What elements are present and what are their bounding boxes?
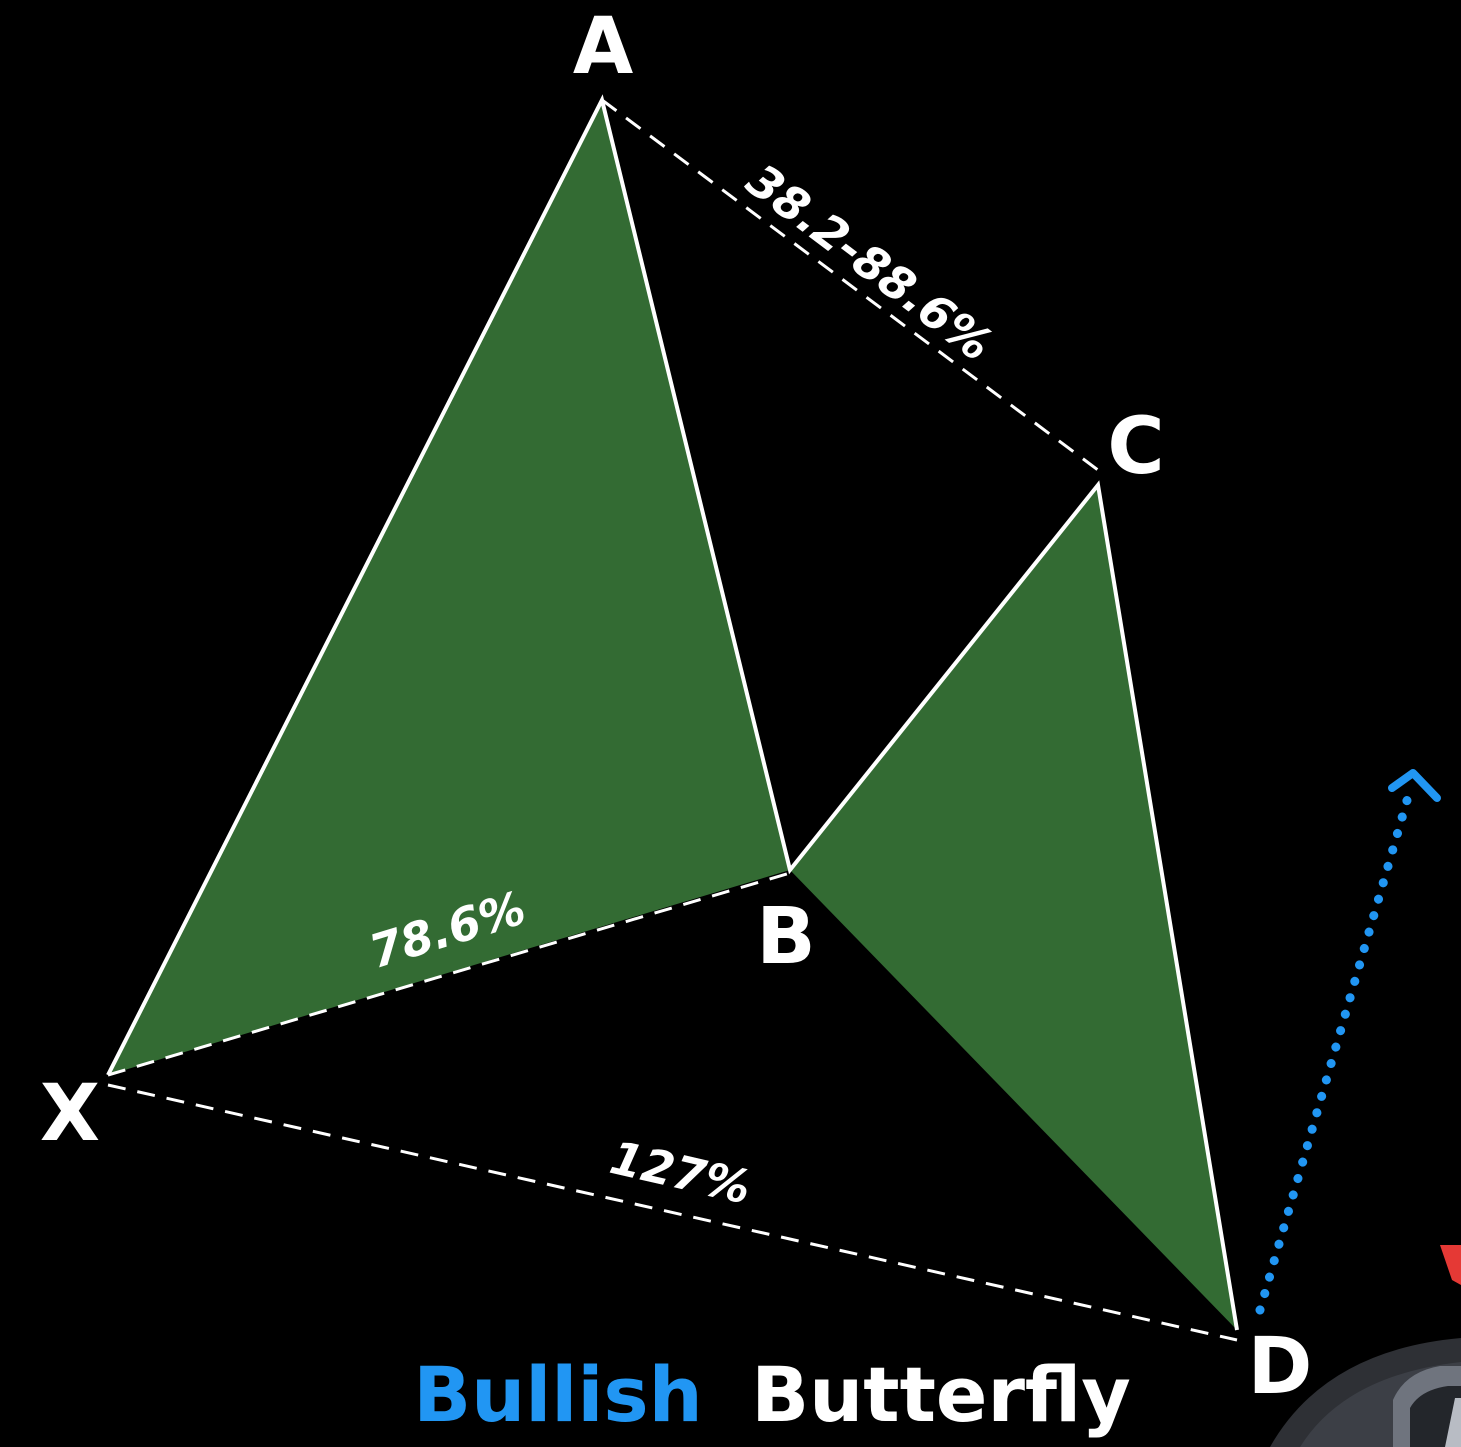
point-label-a: A [573,2,633,92]
title-butterfly: Butterfly [751,1350,1131,1439]
arrow-up-right-dotted-icon [1260,773,1437,1310]
ratio-label-ac: 38.2-88.6% [737,153,1003,372]
bcd-triangle [790,485,1237,1330]
point-label-d: D [1248,1322,1313,1412]
point-label-c: C [1107,402,1164,492]
pattern-title: Bullish Butterfly [413,1350,1131,1439]
point-label-b: B [756,892,815,982]
title-bullish: Bullish [413,1350,703,1439]
point-label-x: X [40,1069,100,1159]
ratio-label-xd: 127% [605,1130,756,1215]
